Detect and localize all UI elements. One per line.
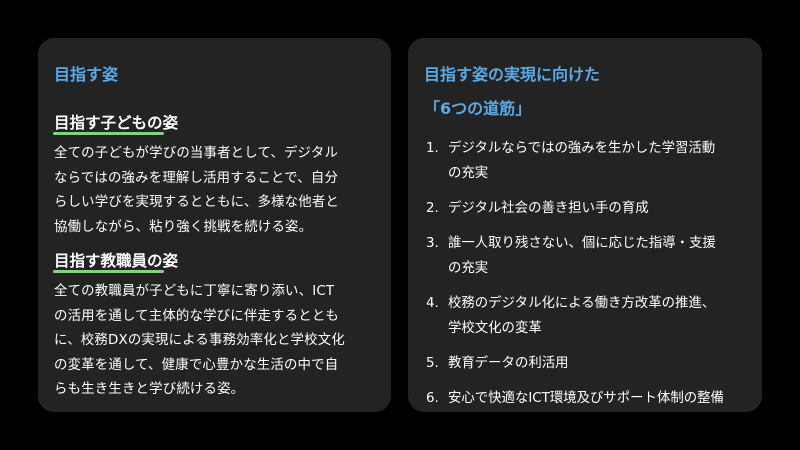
student-vision-text: 全ての子どもが学びの当事者として、デジタル ならではの強みを理解し活用することで… xyxy=(54,146,339,235)
staff-vision-section: 目指す教職員の姿 全ての教職員が子どもに丁寧に寄り添い、ICT の活用を通して主… xyxy=(54,250,375,403)
list-item: 5.教育データの利活用 xyxy=(426,356,569,371)
underlined-heading-text: 目指す教職員の xyxy=(54,252,163,270)
goal-vision-card: 目指す姿 目指す子どもの姿 全ての子どもが学びの当事者として、デジタル ならでは… xyxy=(38,38,391,412)
six-pathways-card: 目指す姿の実現に向けた 「6つの道筋」 1.デジタルならではの強みを生かした学習… xyxy=(408,38,762,412)
list-item: 6.安心で快適なICT環境及びサポート体制の整備 xyxy=(426,391,724,406)
staff-vision-text: 全ての教職員が子どもに丁寧に寄り添い、ICT の活用を通して主体的な学びに伴走す… xyxy=(54,284,345,397)
list-item: 1.デジタルならではの強みを生かした学習活動 の充実 xyxy=(426,141,716,181)
pathways-list: 1.デジタルならではの強みを生かした学習活動 の充実 2.デジタル社会の善き担い… xyxy=(424,136,748,411)
card-title-line1: 目指す姿の実現に向けた xyxy=(424,65,601,84)
staff-vision-heading: 目指す教職員の姿 xyxy=(54,252,179,270)
card-title-line2: 「6つの道筋」 xyxy=(424,99,532,118)
list-item: 3.誰一人取り残さない、個に応じた指導・支援 の充実 xyxy=(426,236,716,276)
list-item: 2.デジタル社会の善き担い手の育成 xyxy=(426,201,649,216)
underlined-heading-text: 目指す子どもの xyxy=(54,114,163,132)
student-vision-heading: 目指す子どもの姿 xyxy=(54,114,179,132)
student-vision-section: 目指す子どもの姿 全ての子どもが学びの当事者として、デジタル ならではの強みを理… xyxy=(54,112,375,240)
list-item: 4.校務のデジタル化による働き方改革の推進、 学校文化の変革 xyxy=(426,296,716,336)
card-title: 目指す姿 xyxy=(54,65,119,84)
